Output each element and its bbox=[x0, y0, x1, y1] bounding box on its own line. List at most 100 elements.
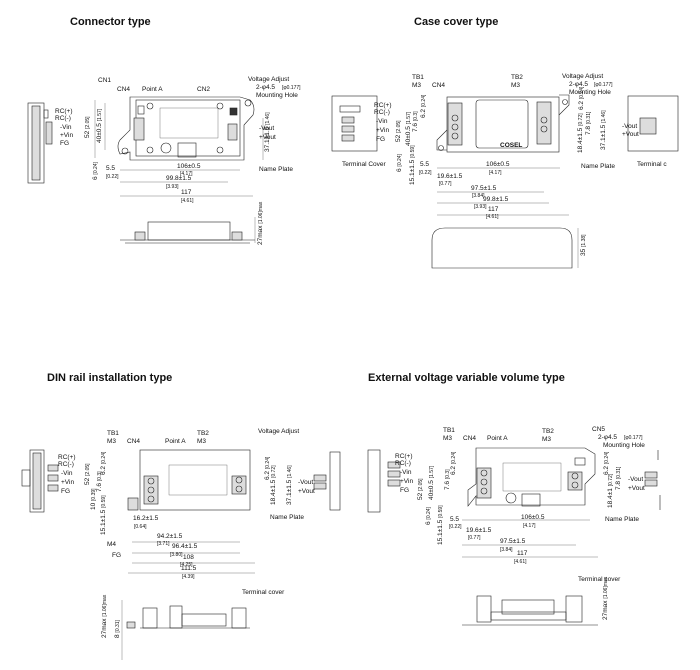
dim-111-5-inch: [4.39] bbox=[182, 574, 195, 580]
case-cover-bottom-view bbox=[431, 227, 579, 269]
label-tb2: TB2 bbox=[511, 74, 523, 81]
dim-right-7-8: 7.8 [0.31] bbox=[585, 112, 593, 135]
dim-value: 35 bbox=[580, 248, 587, 256]
dim-inch: [0.24] bbox=[579, 86, 585, 100]
dim-99-8: 99.8±1.5 bbox=[483, 196, 509, 203]
label-rc-minus: RC(-) bbox=[374, 109, 390, 116]
dim-97-5: 97.5±1.5 bbox=[500, 538, 526, 545]
dim-value: 52 bbox=[84, 130, 91, 138]
dim-inch: [0.24] bbox=[397, 154, 403, 167]
label-point-a: Point A bbox=[142, 86, 163, 93]
label-mounting-hole: Mounting Hole bbox=[256, 92, 298, 99]
label-hole: 2-φ4.5 bbox=[598, 434, 618, 441]
dim-5-5-inch: [0.22] bbox=[449, 524, 462, 530]
dim-right-7-8: 7.8 [0.31] bbox=[615, 467, 623, 490]
dim-inch: [0.24] bbox=[604, 451, 610, 465]
label-terminal-cover-right: Terminal c bbox=[637, 161, 667, 168]
dim-value: 6.2 bbox=[578, 100, 585, 110]
dim-6: 6 [0.24] bbox=[396, 154, 404, 172]
label-cn4: CN4 bbox=[463, 435, 477, 442]
dim-40: 40±0.5 [1.57] bbox=[96, 109, 104, 143]
label-cn5: CN5 bbox=[592, 426, 606, 433]
dim-value: 15.1±1.5 bbox=[437, 519, 444, 545]
dim-right-37-1: 37.1±1.5 [1.46] bbox=[286, 465, 294, 505]
label-mounting-hole: Mounting Hole bbox=[569, 89, 611, 96]
dim-right-6-2: 6.2 [0.24] bbox=[578, 87, 586, 110]
dim-27max: 27max [1.06]max bbox=[257, 202, 265, 245]
label-m4: M4 bbox=[107, 541, 117, 548]
label-vout-minus: -Vout bbox=[622, 123, 638, 130]
dim-value: 6.2 bbox=[420, 108, 427, 118]
dim-inch: [1.06]max bbox=[258, 201, 264, 224]
dim-value: 27max bbox=[101, 618, 108, 638]
dim-inch: [0.31] bbox=[115, 620, 121, 633]
dim-52: 52 [2.05] bbox=[84, 463, 92, 485]
dim-inch: [0.72] bbox=[608, 473, 614, 487]
label-fg: FG bbox=[400, 487, 410, 494]
label-terminal-cover: Terminal cover bbox=[578, 576, 621, 583]
dim-value: 40±0.5 bbox=[405, 126, 412, 146]
label-cn4: CN4 bbox=[127, 438, 141, 445]
label-tb1-m3: M3 bbox=[443, 435, 453, 442]
dim-106: 106±0.5 bbox=[521, 514, 545, 521]
label-vin-plus: +Vin bbox=[61, 479, 75, 486]
label-rc-minus: RC(-) bbox=[395, 460, 411, 467]
label-tb1-m3: M3 bbox=[412, 82, 422, 89]
dim-value: 7.6 bbox=[444, 480, 451, 490]
dim-52: 52 [2.05] bbox=[417, 478, 425, 500]
dim-106: 106±0.5 bbox=[486, 161, 510, 168]
dim-5-5-inch: [0.22] bbox=[419, 170, 432, 176]
label-name-plate: Name Plate bbox=[605, 516, 639, 523]
connector-bottom-view bbox=[120, 217, 256, 244]
dim-inch: [1.06]max bbox=[603, 576, 609, 599]
dim-99-8-inch: [3.93] bbox=[166, 184, 179, 190]
dim-value: 37.1±1.5 bbox=[264, 126, 271, 152]
label-cn4: CN4 bbox=[117, 86, 131, 93]
dim-inch: [1.38] bbox=[581, 234, 587, 247]
label-hole-in: [φ0.177] bbox=[624, 435, 643, 441]
label-rc-plus: RC(+) bbox=[395, 453, 413, 460]
dim-inch: [1.06]max bbox=[102, 594, 108, 617]
dim-inch: [0.31] bbox=[586, 111, 592, 125]
dim-16-2: 16.2±1.5 bbox=[133, 515, 159, 522]
dim-15-1: 15.1±1.5 [0.59] bbox=[437, 505, 445, 545]
dim-inch: [0.24] bbox=[93, 162, 99, 175]
section-title-external-vr: External voltage variable volume type bbox=[368, 372, 565, 384]
connector-top-view bbox=[94, 96, 264, 197]
din-side-views bbox=[21, 449, 341, 513]
dim-value: 6 bbox=[92, 176, 99, 180]
dim-27max: 27max [1.06]max bbox=[602, 577, 610, 620]
dim-27max: 27max [1.06]max bbox=[101, 595, 109, 638]
dim-5-5: 5.5 bbox=[420, 161, 430, 168]
label-vin-plus: +Vin bbox=[400, 478, 414, 485]
external-bottom-view bbox=[462, 595, 598, 626]
dim-97-5-inch: [3.84] bbox=[472, 193, 485, 199]
dim-right-18-4: 18.4±1.5 [0.72] bbox=[577, 113, 585, 153]
label-tb1: TB1 bbox=[107, 430, 119, 437]
label-hole: 2-φ4.5 bbox=[569, 81, 589, 88]
dim-5-5-inch: [0.22] bbox=[106, 174, 119, 180]
connector-side-view bbox=[27, 102, 53, 184]
dim-value: 52 bbox=[417, 492, 424, 500]
label-vout-minus: -Vout bbox=[259, 125, 275, 132]
label-vin-minus: -Vin bbox=[61, 470, 73, 477]
dim-96-4-inch: [3.80] bbox=[170, 552, 183, 558]
dim-5-5: 5.5 bbox=[450, 516, 460, 523]
dim-value: 15.1±1.5 bbox=[409, 159, 416, 185]
dim-7-6: 7.6 [0.3] bbox=[412, 111, 420, 132]
label-hole-in: [φ0.177] bbox=[594, 82, 613, 88]
label-tb1-m3: M3 bbox=[107, 438, 117, 445]
dim-value: 8 bbox=[114, 634, 121, 638]
dim-value: 37.1±1.5 bbox=[286, 479, 293, 505]
dim-inch: [0.24] bbox=[426, 507, 432, 520]
dim-value: 27max bbox=[257, 225, 264, 245]
dim-inch: [1.57] bbox=[97, 108, 103, 122]
dim-106-inch: [4.17] bbox=[180, 171, 193, 177]
dim-value: 18.4±1 bbox=[607, 488, 614, 508]
dim-99-8-inch: [3.93] bbox=[474, 204, 487, 210]
label-rc-plus: RC(+) bbox=[374, 102, 392, 109]
label-vin-minus: -Vin bbox=[400, 469, 412, 476]
label-cn2: CN2 bbox=[197, 86, 211, 93]
label-point-a: Point A bbox=[487, 435, 508, 442]
dim-inch: [1.46] bbox=[601, 110, 607, 123]
